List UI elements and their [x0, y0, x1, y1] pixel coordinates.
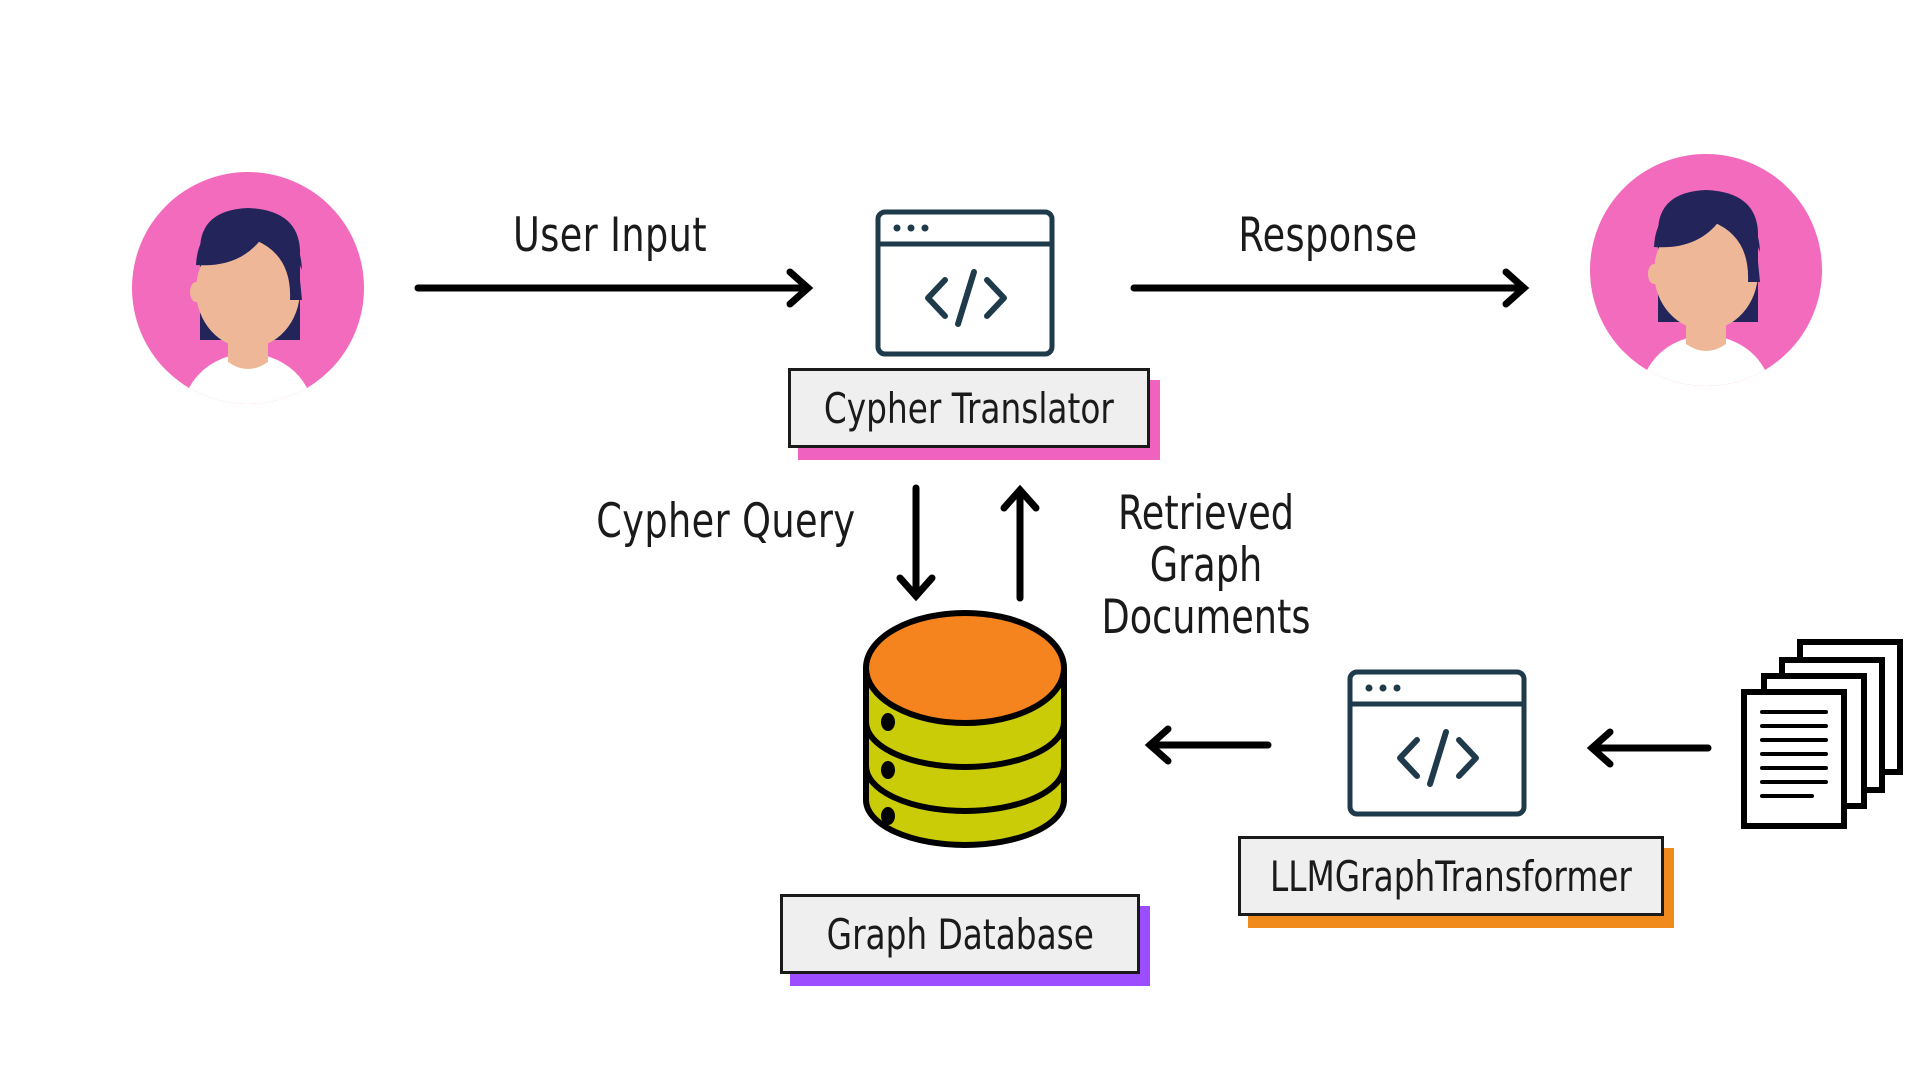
node-label: Graph Database — [826, 909, 1094, 959]
arrow-cypher-query — [896, 484, 936, 602]
node-label: Cypher Translator — [824, 383, 1114, 433]
node-llm-graph-transformer: LLMGraphTransformer — [1238, 836, 1674, 928]
arrow-user-input — [414, 268, 814, 308]
arrow-docs-to-transformer — [1586, 728, 1712, 768]
label-cypher-query: Cypher Query — [596, 494, 856, 549]
label-retrieved-line: Graph — [1149, 538, 1263, 593]
label-retrieved-line: Retrieved — [1117, 486, 1295, 541]
node-cypher-translator: Cypher Translator — [788, 368, 1160, 460]
arrow-retrieved — [1000, 484, 1040, 602]
node-label: LLMGraphTransformer — [1270, 851, 1632, 901]
code-window-icon — [875, 209, 1055, 357]
label-user-input: User Input — [512, 208, 708, 263]
label-retrieved-line: Documents — [1101, 590, 1311, 645]
code-window-icon — [1347, 669, 1527, 817]
user-avatar-icon — [1590, 154, 1822, 386]
label-retrieved-graph-documents: Retrieved Graph Documents — [1089, 488, 1323, 644]
label-response: Response — [1238, 208, 1418, 263]
arrow-response — [1130, 268, 1530, 308]
user-avatar-icon — [132, 172, 364, 404]
arrow-transformer-to-db — [1144, 725, 1272, 765]
node-graph-database: Graph Database — [780, 894, 1150, 986]
documents-icon — [1741, 639, 1903, 829]
database-icon — [863, 610, 1067, 848]
